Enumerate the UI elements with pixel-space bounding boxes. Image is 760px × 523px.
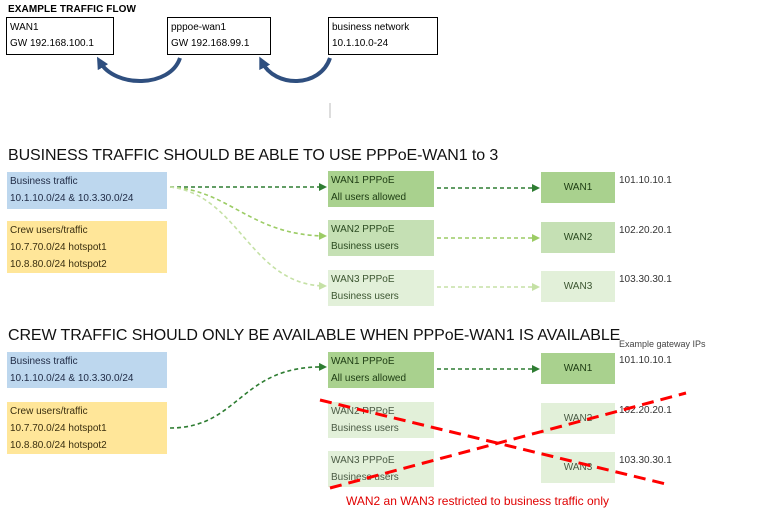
box-hotspot2: 10.8.80.0/24 hotspot2 xyxy=(10,259,107,270)
flow-box-subnet: 10.1.10.0-24 xyxy=(332,38,389,49)
pppoe-label: WAN2 PPPoE xyxy=(331,224,395,235)
s1-pppoe-wan3-box: WAN3 PPPoE Business users xyxy=(328,270,434,306)
s2-business-traffic-box: Business traffic 10.1.10.0/24 & 10.3.30.… xyxy=(7,352,167,388)
s2-wan3-ip: 103.30.30.1 xyxy=(619,455,672,466)
s2-wan2-ip: 102.20.20.1 xyxy=(619,405,672,416)
pppoe-policy: Business users xyxy=(331,472,399,483)
pppoe-label: WAN3 PPPoE xyxy=(331,455,395,466)
box-hotspot1: 10.7.70.0/24 hotspot1 xyxy=(10,423,107,434)
s1-wan2-box: WAN2 xyxy=(541,222,615,253)
flow-box-label: business network xyxy=(332,22,410,33)
pppoe-label: WAN3 PPPoE xyxy=(331,274,395,285)
flow-box-label: pppoe-wan1 xyxy=(171,22,227,33)
box-subnets: 10.1.10.0/24 & 10.3.30.0/24 xyxy=(10,373,134,384)
s1-wan1-ip: 101.10.10.1 xyxy=(619,175,672,186)
s2-wan1-ip: 101.10.10.1 xyxy=(619,355,672,366)
pppoe-policy: All users allowed xyxy=(331,192,407,203)
section1-heading: BUSINESS TRAFFIC SHOULD BE ABLE TO USE P… xyxy=(8,147,499,164)
cross-line-up xyxy=(329,391,687,490)
s1-arrow-business-to-pppoe3 xyxy=(169,186,327,290)
restriction-note: WAN2 an WAN3 restricted to business traf… xyxy=(346,494,609,508)
s1-pppoe-wan2-box: WAN2 PPPoE Business users xyxy=(328,220,434,256)
flow-box-gateway: GW 192.168.100.1 xyxy=(10,38,94,49)
s1-wan1-box: WAN1 xyxy=(541,172,615,203)
flow-box-pppoe-wan1: pppoe-wan1 GW 192.168.99.1 xyxy=(167,17,271,55)
s2-pppoe-wan3-box: WAN3 PPPoE Business users xyxy=(328,451,434,487)
s1-wan3-box: WAN3 xyxy=(541,271,615,302)
box-subnets: 10.1.10.0/24 & 10.3.30.0/24 xyxy=(10,193,134,204)
pppoe-policy: Business users xyxy=(331,241,399,252)
pppoe-label: WAN1 PPPoE xyxy=(331,175,395,186)
box-hotspot1: 10.7.70.0/24 hotspot1 xyxy=(10,242,107,253)
s1-pppoe-wan1-box: WAN1 PPPoE All users allowed xyxy=(328,171,434,207)
flow-arrow-business-to-pppoe xyxy=(259,56,332,83)
s1-arrow-business-to-pppoe2 xyxy=(169,186,327,240)
box-title: Crew users/traffic xyxy=(10,406,88,417)
s1-wan3-ip: 103.30.30.1 xyxy=(619,274,672,285)
s1-crew-traffic-box: Crew users/traffic 10.7.70.0/24 hotspot1… xyxy=(7,221,167,273)
flow-box-business-network: business network 10.1.10.0-24 xyxy=(328,17,438,55)
flow-box-gateway: GW 192.168.99.1 xyxy=(171,38,250,49)
section2-heading: CREW TRAFFIC SHOULD ONLY BE AVAILABLE WH… xyxy=(8,327,621,344)
s2-crew-traffic-box: Crew users/traffic 10.7.70.0/24 hotspot1… xyxy=(7,402,167,454)
pppoe-policy: Business users xyxy=(331,423,399,434)
flow-arrow-pppoe-to-wan1 xyxy=(96,56,182,83)
flow-box-label: WAN1 xyxy=(10,22,39,33)
pppoe-policy: All users allowed xyxy=(331,373,407,384)
s2-pppoe-wan1-box: WAN1 PPPoE All users allowed xyxy=(328,352,434,388)
example-gateway-ips-note: Example gateway IPs xyxy=(619,339,706,349)
s2-arrow-crew-to-pppoe1 xyxy=(169,362,327,429)
box-hotspot2: 10.8.80.0/24 hotspot2 xyxy=(10,440,107,451)
pppoe-policy: Business users xyxy=(331,291,399,302)
box-title: Business traffic xyxy=(10,176,78,187)
pppoe-label: WAN1 PPPoE xyxy=(331,356,395,367)
flow-box-wan1: WAN1 GW 192.168.100.1 xyxy=(6,17,114,55)
example-flow-title: EXAMPLE TRAFFIC FLOW xyxy=(8,4,137,15)
s1-business-traffic-box: Business traffic 10.1.10.0/24 & 10.3.30.… xyxy=(7,172,167,209)
s2-wan1-box: WAN1 xyxy=(541,353,615,384)
box-title: Business traffic xyxy=(10,356,78,367)
box-title: Crew users/traffic xyxy=(10,225,88,236)
s1-wan2-ip: 102.20.20.1 xyxy=(619,225,672,236)
